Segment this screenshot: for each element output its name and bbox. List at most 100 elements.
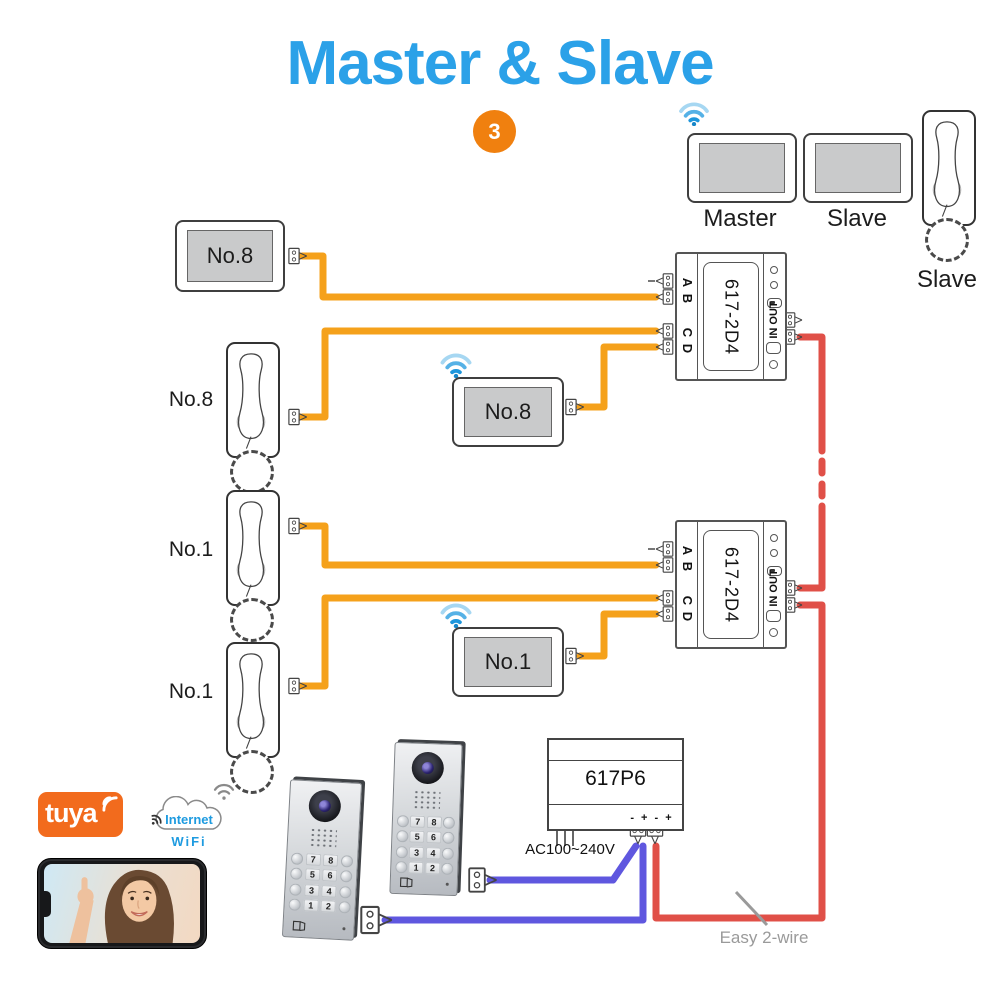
speaker-grille	[309, 827, 338, 848]
key-7[interactable]: 7	[305, 852, 321, 866]
key-7[interactable]: 7	[410, 814, 426, 828]
key-6[interactable]: 6	[322, 869, 338, 882]
call-button[interactable]	[442, 816, 456, 829]
wifi-label: WiFi	[171, 834, 207, 849]
monitor-no8-left-screen: No.8	[187, 230, 273, 282]
handset-no8-label: No.8	[168, 388, 214, 411]
led	[770, 549, 778, 557]
call-button[interactable]	[338, 900, 351, 914]
key-1[interactable]: 1	[302, 899, 319, 912]
easy-2wire-pointer	[734, 890, 769, 927]
key-4[interactable]: 4	[425, 846, 441, 860]
signal-small-icon	[151, 814, 162, 825]
page-title: Master & Slave	[286, 29, 714, 98]
call-button[interactable]	[339, 869, 353, 883]
monitor-no1-wifi: No.1	[452, 627, 564, 697]
slave-monitor-screen	[815, 143, 901, 193]
key-3[interactable]: 3	[408, 845, 425, 859]
call-button[interactable]	[289, 867, 303, 880]
video-call-image	[69, 869, 174, 943]
distributor-2: 617-2D4 A B C D IN OUT	[675, 520, 787, 649]
monitor-no1-wifi-screen: No.1	[464, 637, 552, 687]
call-button[interactable]	[441, 847, 455, 860]
phone-notch	[44, 890, 51, 917]
call-button[interactable]	[395, 845, 409, 858]
led	[770, 281, 778, 289]
key-1[interactable]: 1	[408, 861, 424, 874]
key-5[interactable]: 5	[304, 868, 321, 881]
call-button[interactable]	[441, 862, 454, 875]
internet-cloud: Internet WiFi	[150, 783, 240, 852]
unlock-icon	[292, 920, 306, 931]
key-5[interactable]: 5	[409, 830, 425, 843]
key-4[interactable]: 4	[321, 884, 338, 898]
call-button[interactable]	[340, 854, 354, 868]
wifi-gray-icon	[213, 783, 235, 800]
camera-icon	[308, 789, 342, 823]
speaker-grille	[412, 789, 441, 810]
easy-2wire-label: Easy 2-wire	[719, 928, 809, 947]
key-8[interactable]: 8	[323, 853, 339, 867]
led	[770, 534, 778, 542]
call-button[interactable]	[339, 885, 352, 899]
slave-handset-label: Slave	[916, 266, 978, 293]
ac-input-label: AC100~240V	[525, 841, 615, 858]
orange-wires	[298, 252, 660, 690]
call-button[interactable]	[395, 860, 408, 874]
call-button[interactable]	[289, 882, 302, 896]
model-text: 617-2D4	[721, 546, 742, 623]
monitor-no8-left: No.8	[175, 220, 285, 292]
tuya-signal-icon	[102, 796, 118, 812]
power-supply: 617P6 - + - +	[547, 738, 684, 831]
terminal-c: C	[680, 595, 695, 606]
slave-handset	[922, 110, 976, 226]
terminal-d: D	[680, 343, 695, 354]
step-badge: 3	[473, 110, 516, 153]
slave-handset-cord	[925, 218, 969, 262]
master-label: Master	[703, 205, 777, 232]
slave-monitor	[803, 133, 913, 203]
divider	[763, 254, 764, 379]
model-plate: 617-2D4	[703, 530, 759, 639]
cloud-icon	[155, 796, 222, 830]
master-monitor-screen	[699, 143, 785, 193]
call-button[interactable]	[288, 898, 301, 911]
tuya-logo: tuya	[38, 792, 123, 837]
call-button[interactable]	[396, 814, 410, 827]
wifi-icon	[679, 102, 709, 126]
call-button[interactable]	[290, 851, 304, 865]
key-8[interactable]: 8	[426, 815, 442, 829]
terminal-d: D	[680, 611, 695, 622]
master-monitor	[687, 133, 797, 203]
divider	[549, 760, 682, 761]
tuya-logo-text: tuya	[45, 798, 98, 828]
key-3[interactable]: 3	[303, 883, 320, 897]
mic-hole	[445, 882, 449, 886]
camera-icon	[411, 751, 445, 785]
dip-switch	[767, 566, 782, 576]
terminal-stubs	[648, 280, 655, 550]
divider	[549, 804, 682, 805]
handset-no1a-label: No.1	[168, 538, 214, 561]
handset-no8	[226, 342, 280, 458]
led	[770, 266, 778, 274]
monitor-no8-wifi-screen: No.8	[464, 387, 552, 437]
io-label: IN OUT	[768, 569, 780, 607]
key-2[interactable]: 2	[320, 900, 337, 913]
handset-no1b-label: No.1	[168, 680, 214, 703]
handset-no1a-cord	[230, 598, 274, 642]
reset-button	[766, 342, 781, 354]
handset-no1b	[226, 642, 280, 758]
key-2[interactable]: 2	[424, 861, 441, 875]
smartphone	[37, 858, 207, 949]
key-6[interactable]: 6	[425, 831, 442, 844]
call-button[interactable]	[442, 831, 455, 844]
call-button[interactable]	[396, 829, 409, 843]
mic-hole	[342, 926, 346, 930]
red-wires	[652, 333, 826, 922]
handset-no1b-cord	[230, 750, 274, 794]
